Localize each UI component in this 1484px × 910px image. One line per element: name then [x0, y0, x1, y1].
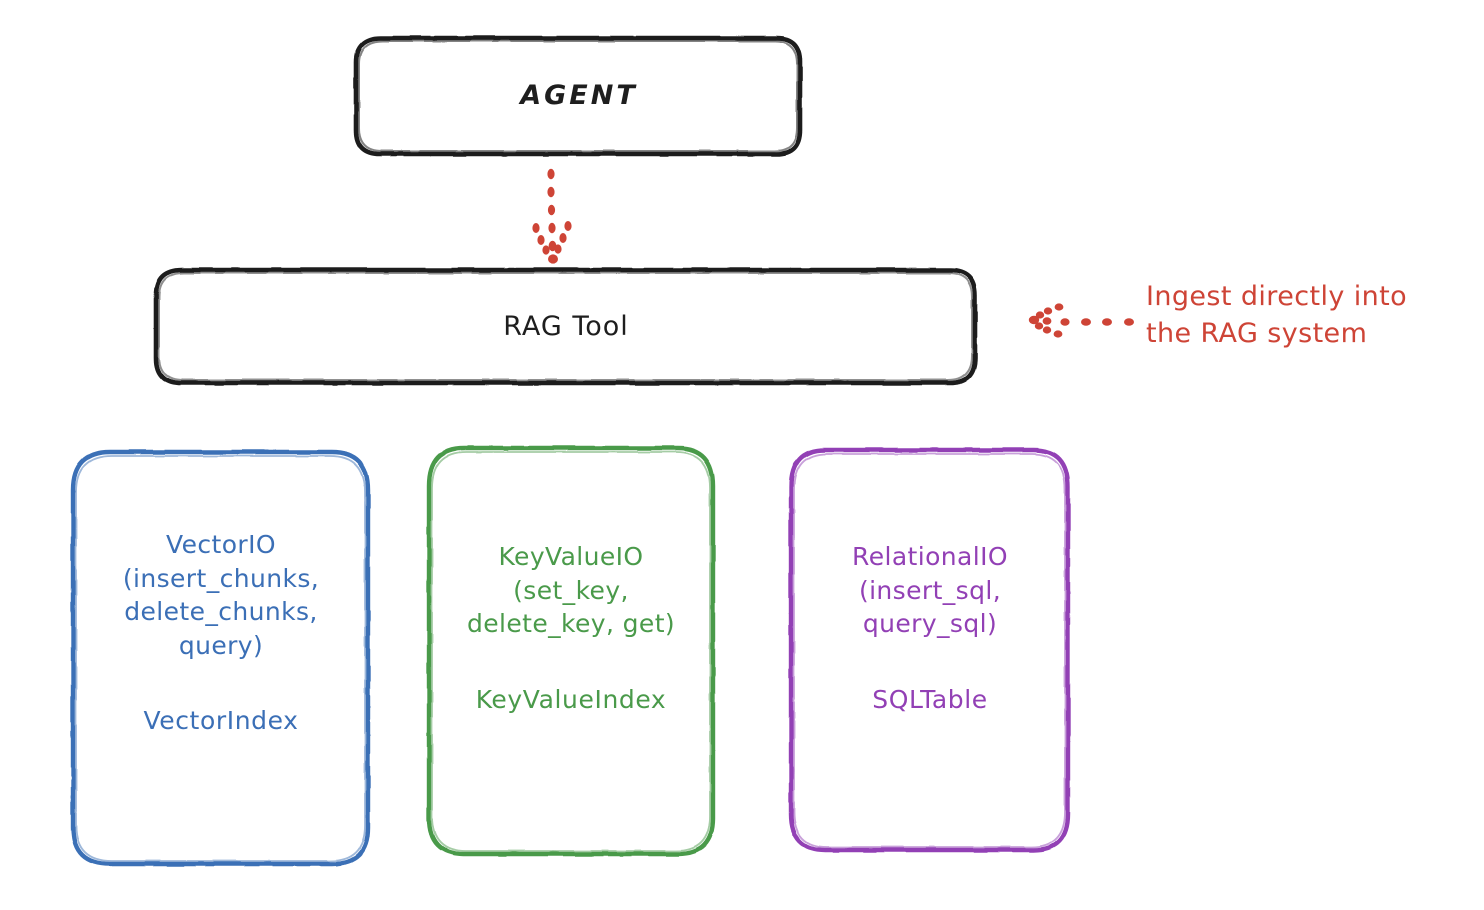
rag-tool-label: RAG Tool [503, 311, 629, 343]
vector-index-label: VectorIndex [143, 706, 299, 735]
agent-label: AGENT [520, 80, 638, 112]
relational-io-node[interactable]: RelationalIO (insert_sql, query_sql) SQL… [790, 448, 1070, 852]
key-value-io-node[interactable]: KeyValueIO (set_key, delete_key, get) Ke… [428, 446, 714, 856]
key-value-io-label: KeyValueIO (set_key, delete_key, get) [466, 542, 676, 638]
ingest-to-rag-tool-arrow [1028, 303, 1134, 338]
relational-io-box-outline [788, 447, 1071, 853]
relational-io-label: RelationalIO (insert_sql, query_sql) [852, 542, 1008, 638]
agent-node[interactable]: AGENT [356, 36, 802, 156]
rag-tool-box-outline [153, 267, 978, 386]
ingest-annotation-text: Ingest directly into the RAG system [1146, 281, 1408, 350]
key-value-index-label: KeyValueIndex [475, 684, 667, 714]
rag-tool-node[interactable]: RAG Tool [156, 269, 976, 385]
vector-io-node[interactable]: VectorIO (insert_chunks, delete_chunks, … [72, 450, 370, 866]
key-value-io-box-outline [426, 445, 716, 857]
sql-table-label: SQLTable [872, 684, 988, 714]
agent-box-outline [353, 35, 803, 157]
vector-io-label: VectorIO (insert_chunks, delete_chunks, … [122, 530, 320, 660]
agent-to-rag-tool-arrow [532, 168, 572, 264]
vector-io-box-outline [70, 449, 371, 867]
